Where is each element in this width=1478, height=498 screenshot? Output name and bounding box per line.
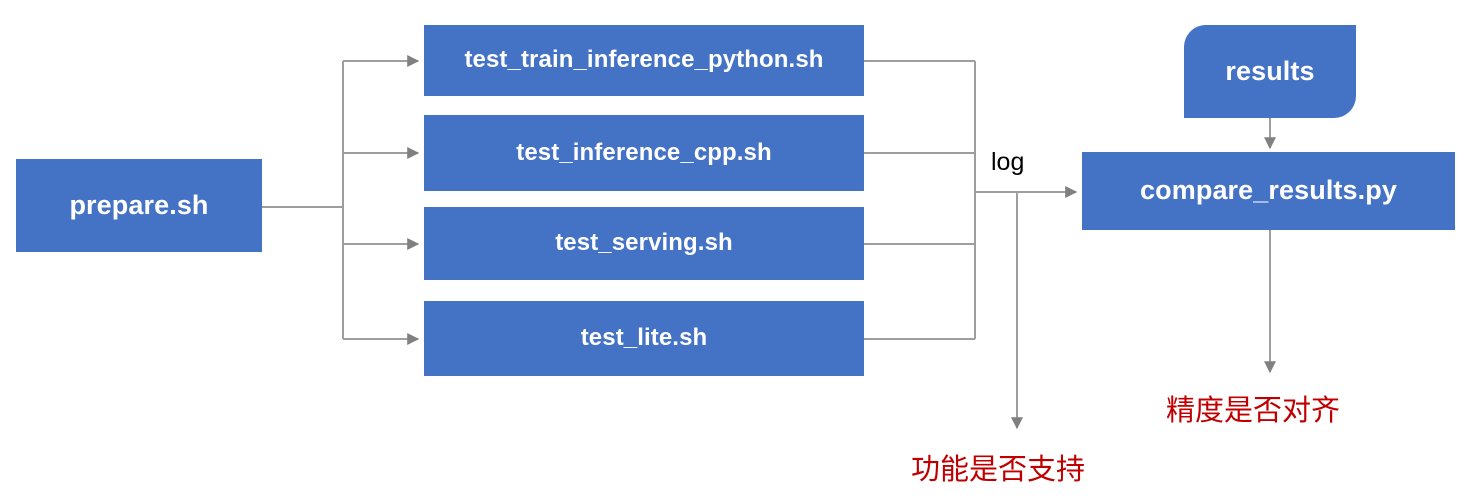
node-compare-results-py[interactable]: compare_results.py <box>1082 152 1455 230</box>
node-test-lite-sh-label: test_lite.sh <box>580 324 708 352</box>
note-accuracy-aligned: 精度是否对齐 <box>1166 395 1341 427</box>
note-function-supported: 功能是否支持 <box>911 454 1086 486</box>
node-results[interactable]: results <box>1184 25 1356 118</box>
edge-label-log: log <box>991 148 1025 176</box>
node-test-serving-sh[interactable]: test_serving.sh <box>424 207 864 280</box>
node-test-lite-sh[interactable]: test_lite.sh <box>424 301 864 376</box>
node-test-train-inference-python-sh[interactable]: test_train_inference_python.sh <box>424 25 864 96</box>
node-compare-results-py-label: compare_results.py <box>1140 175 1397 206</box>
node-test-inference-cpp-sh-label: test_inference_cpp.sh <box>516 138 772 166</box>
node-test-train-inference-python-sh-label: test_train_inference_python.sh <box>464 46 824 74</box>
node-prepare-sh[interactable]: prepare.sh <box>16 159 262 252</box>
node-prepare-sh-label: prepare.sh <box>69 189 209 220</box>
node-test-serving-sh-label: test_serving.sh <box>555 229 733 257</box>
node-test-inference-cpp-sh[interactable]: test_inference_cpp.sh <box>424 115 864 191</box>
node-results-label: results <box>1225 55 1315 86</box>
